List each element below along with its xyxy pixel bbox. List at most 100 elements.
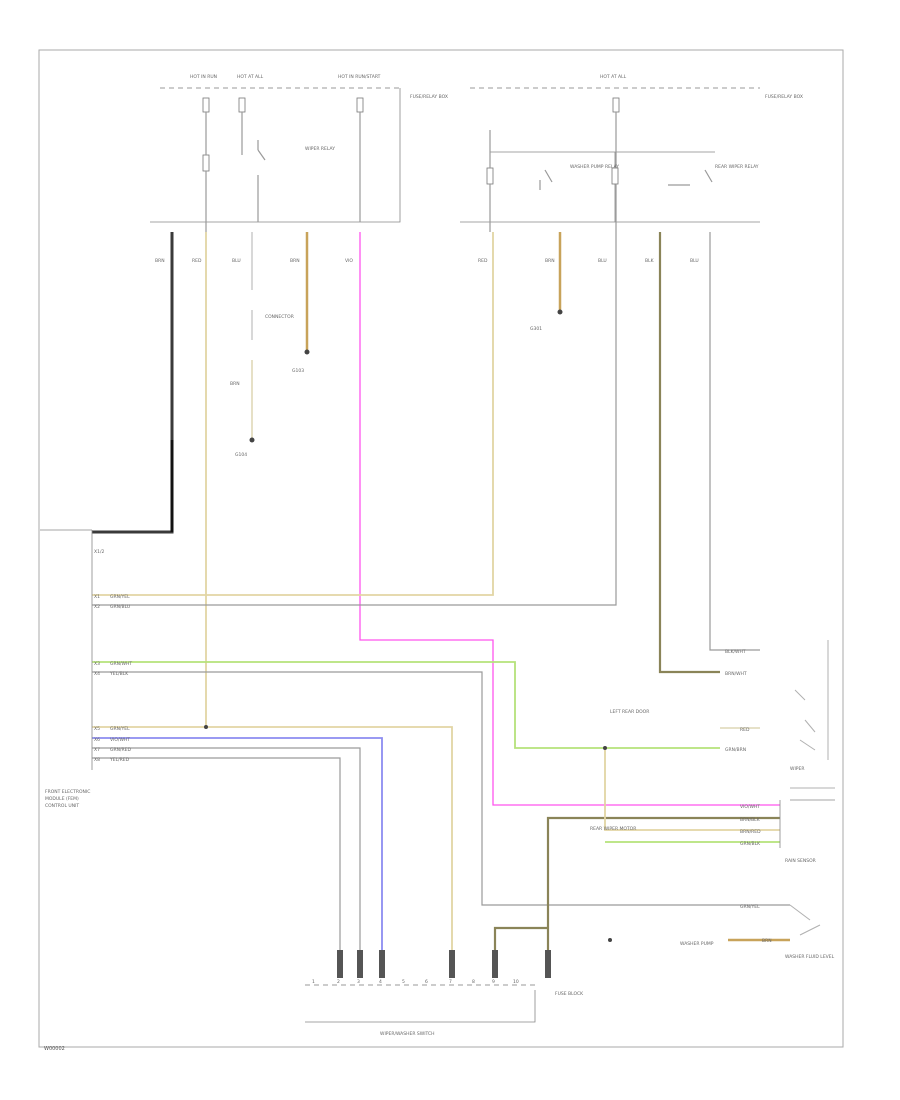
junction-motor-sw — [608, 938, 612, 942]
relay-switch-right-1 — [539, 169, 553, 190]
svg-text:BRN: BRN — [155, 258, 165, 264]
ground-left-2 — [304, 349, 310, 355]
svg-text:BLU: BLU — [598, 258, 607, 264]
wire-harness-a — [92, 747, 361, 975]
bottom-module-outline — [305, 990, 536, 1023]
wire-harness-b — [92, 757, 341, 975]
svg-text:BLK: BLK — [645, 258, 655, 264]
sensor-connector-outline — [779, 799, 835, 848]
svg-text:RED: RED — [192, 258, 202, 264]
wire-cream-right — [92, 232, 494, 596]
svg-text:X5: X5 — [94, 726, 100, 732]
svg-text:FRONT ELECTRONIC: FRONT ELECTRONIC — [45, 789, 90, 795]
svg-text:GRN/BRN: GRN/BRN — [725, 747, 746, 753]
svg-text:CONTROL UNIT: CONTROL UNIT — [45, 803, 79, 809]
svg-text:CONNECTOR: CONNECTOR — [265, 314, 294, 320]
svg-text:G301: G301 — [530, 326, 542, 332]
svg-text:HOT AT ALL: HOT AT ALL — [600, 74, 627, 80]
svg-text:1: 1 — [312, 979, 315, 985]
svg-text:X1: X1 — [94, 594, 100, 600]
wire-gray-right — [709, 232, 760, 651]
wire-gray-lower — [92, 671, 790, 906]
svg-text:G103: G103 — [292, 368, 304, 374]
svg-text:BLU: BLU — [690, 258, 699, 264]
svg-text:YEL/BLK: YEL/BLK — [109, 671, 129, 677]
wire-cream-bottom — [92, 726, 453, 975]
svg-text:GRN/YEL: GRN/YEL — [110, 594, 130, 600]
svg-text:WASHER FLUID LEVEL: WASHER FLUID LEVEL — [785, 954, 835, 960]
wire-color-tags: BRN RED BLU BRN VIO RED BRN BLU BLK BLU … — [109, 258, 772, 944]
svg-text:2: 2 — [337, 979, 340, 985]
svg-text:8: 8 — [472, 979, 475, 985]
svg-text:LEFT REAR DOOR: LEFT REAR DOOR — [610, 709, 649, 715]
svg-text:RAIN SENSOR: RAIN SENSOR — [785, 858, 816, 864]
svg-text:VIO/WHT: VIO/WHT — [110, 737, 130, 743]
svg-text:4: 4 — [379, 979, 382, 985]
svg-text:BRN: BRN — [762, 938, 772, 944]
svg-text:GRN/WHT: GRN/WHT — [110, 661, 132, 667]
svg-text:FUSE BLOCK: FUSE BLOCK — [555, 991, 584, 997]
wiper-motor-symbol — [790, 640, 835, 789]
wire-olive-bottom — [546, 816, 780, 975]
fuse-group-right — [486, 97, 620, 185]
svg-text:G104: G104 — [235, 452, 247, 458]
wire-green-upper — [92, 661, 720, 749]
diagram-frame — [38, 49, 844, 1048]
wire-purple — [92, 737, 383, 975]
svg-text:WASHER PUMP RELAY: WASHER PUMP RELAY — [570, 164, 619, 170]
svg-text:GRN/BLU: GRN/BLU — [110, 604, 130, 610]
page-code: W00002 — [44, 1046, 65, 1052]
svg-text:9: 9 — [492, 979, 495, 985]
fuse-group-left — [202, 97, 364, 172]
svg-text:VIO: VIO — [345, 258, 353, 264]
svg-text:GRN/YEL: GRN/YEL — [110, 726, 130, 732]
bottom-connector-terminals — [337, 950, 551, 978]
junction-left — [204, 725, 208, 729]
washer-switch-symbol — [789, 904, 821, 936]
svg-text:VIO/WHT: VIO/WHT — [740, 804, 760, 810]
ground-left-1 — [249, 437, 255, 443]
relay-box-outline — [490, 151, 715, 222]
ground-right — [557, 309, 563, 315]
svg-text:GRN/YEL: GRN/YEL — [740, 904, 760, 910]
svg-text:X3: X3 — [94, 661, 100, 667]
relay-switch-left — [241, 130, 266, 222]
wire-olive-right — [658, 232, 720, 674]
bottom-connector-pins: 1 2 3 4 5 6 7 8 9 10 — [312, 979, 519, 985]
svg-text:X4: X4 — [94, 671, 100, 677]
svg-text:HOT IN RUN/START: HOT IN RUN/START — [338, 74, 381, 80]
svg-text:MODULE (FEM): MODULE (FEM) — [45, 796, 79, 802]
left-module-pins: X1/2 X1 X2 X3 X4 X5 X6 X7 X8 — [94, 549, 104, 763]
svg-text:FUSE/RELAY BOX: FUSE/RELAY BOX — [410, 94, 448, 100]
svg-text:X8: X8 — [94, 757, 100, 763]
svg-text:BRN: BRN — [290, 258, 300, 264]
svg-text:BRN: BRN — [230, 381, 240, 387]
svg-text:RED: RED — [478, 258, 488, 264]
svg-text:REAR WIPER MOTOR: REAR WIPER MOTOR — [590, 826, 636, 832]
svg-text:REAR WIPER RELAY: REAR WIPER RELAY — [715, 164, 759, 170]
fuse-box-left-outline — [150, 88, 401, 223]
wire-relay-left — [241, 112, 259, 150]
wire-pink — [359, 232, 780, 806]
svg-text:X2: X2 — [94, 604, 100, 610]
svg-text:GRN/BLK: GRN/BLK — [740, 841, 761, 847]
svg-text:FUSE/RELAY BOX: FUSE/RELAY BOX — [765, 94, 803, 100]
svg-text:BLK/WHT: BLK/WHT — [725, 649, 746, 655]
svg-text:WASHER PUMP: WASHER PUMP — [680, 941, 714, 947]
wire-olive-bottom-2 — [493, 926, 548, 975]
component-labels: HOT IN RUN HOT AT ALL HOT IN RUN/START H… — [45, 74, 835, 1037]
svg-text:BLU: BLU — [232, 258, 241, 264]
svg-text:X6: X6 — [94, 737, 100, 743]
svg-text:WIPER RELAY: WIPER RELAY — [305, 146, 335, 152]
svg-text:YEL/RED: YEL/RED — [109, 757, 130, 763]
svg-text:X7: X7 — [94, 747, 100, 753]
svg-text:WIPER: WIPER — [790, 766, 804, 772]
svg-text:WIPER/WASHER SWITCH: WIPER/WASHER SWITCH — [380, 1031, 435, 1037]
svg-text:3: 3 — [357, 979, 360, 985]
svg-text:X1/2: X1/2 — [94, 549, 104, 555]
svg-text:BRN: BRN — [545, 258, 555, 264]
wire-cream-sensor — [604, 750, 780, 831]
wire-ground-dark — [92, 232, 174, 534]
svg-text:BRN/RED: BRN/RED — [740, 829, 761, 835]
